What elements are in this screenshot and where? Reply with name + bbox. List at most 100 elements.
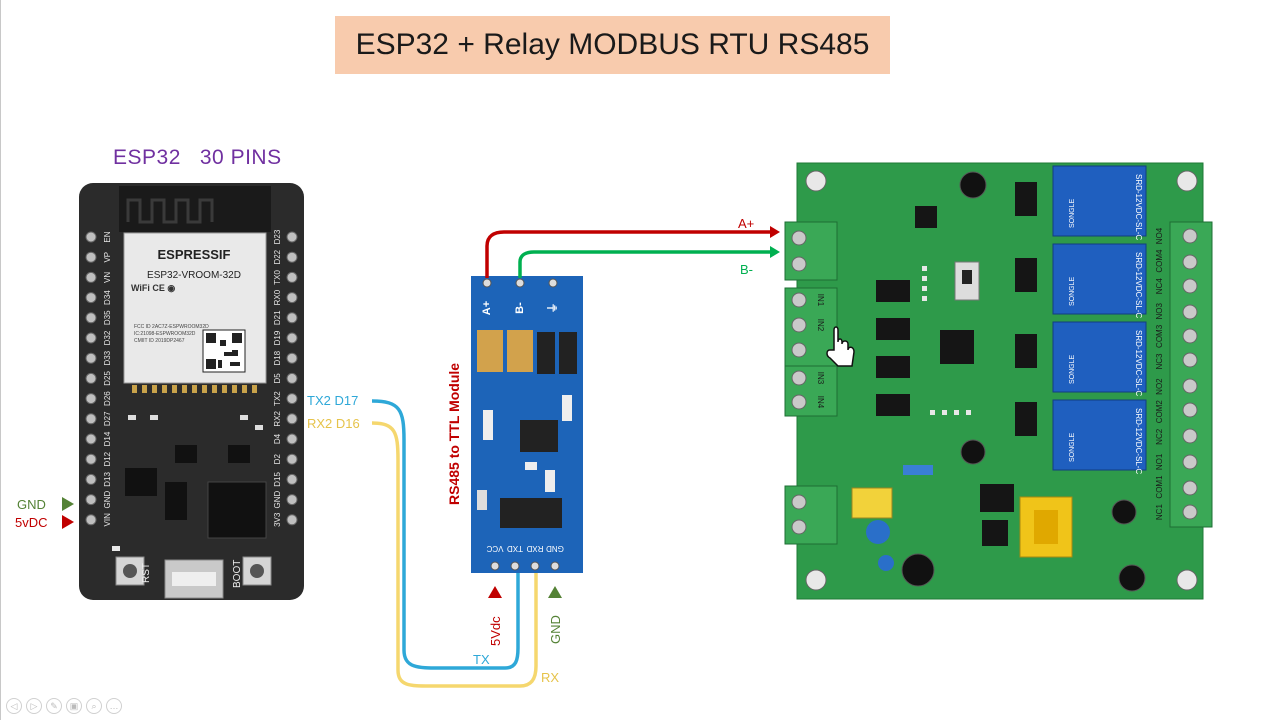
relay-output-label: NC3 [1155, 353, 1164, 370]
relay-output-label: COM3 [1155, 324, 1164, 348]
rs485-module [471, 276, 583, 573]
esp32-pin [85, 514, 97, 526]
relay-model-text: SRD-12VDC-SL-C [1134, 252, 1143, 318]
page-title: ESP32 + Relay MODBUS RTU RS485 [335, 16, 890, 74]
esp32-pin [85, 473, 97, 485]
esp32-cmiit: CMIIT ID 2019DP2467 [134, 338, 185, 344]
esp32-pin [85, 393, 97, 405]
relay-input-label: IN4 [816, 396, 825, 409]
rs485-top-pin-label: A+ [481, 301, 493, 315]
a-plus-label: A+ [738, 216, 754, 231]
esp32-left-pin-label: GND [103, 490, 112, 508]
rs485-bottom-pin-label: TXD [507, 544, 523, 553]
slides-icon[interactable]: ▣ [66, 698, 82, 714]
rs485-top-pin-label: B- [514, 302, 526, 314]
pen-icon[interactable]: ✎ [46, 698, 62, 714]
relay-output-label: NC4 [1155, 278, 1164, 295]
esp32-pin [85, 271, 97, 283]
relay-brand-text: SONGLE [1069, 354, 1076, 384]
relay-output-label: NC2 [1155, 428, 1164, 445]
esp32-left-pin-label: D27 [103, 411, 112, 426]
rst-label: RST [141, 563, 152, 583]
esp32-pin [286, 372, 298, 384]
relay-model-text: SRD-12VDC-SL-C [1134, 330, 1143, 396]
esp32-right-pin-label: D2 [273, 454, 282, 465]
rs485-top-pin [515, 278, 525, 288]
esp32-pin [85, 413, 97, 425]
rs485-bottom-pin-label: RXD [526, 544, 543, 553]
esp32-right-pin-label: D15 [273, 472, 282, 487]
vdc-label: 5vDC [15, 515, 48, 530]
relay-output-label: COM1 [1155, 475, 1164, 499]
esp32-fcc: FCC ID 2AC7Z-ESPWROOM32D [134, 324, 209, 330]
esp32-right-pin-label: D18 [273, 350, 282, 365]
relay-labels: SRD-12VDC-SL-C SONGLE SRD-12VDC-SL-C SONGLE… [1069, 174, 1143, 474]
b-minus-label: B- [740, 262, 753, 277]
esp32-label: ESP32 30 PINS [113, 146, 282, 169]
relay-output-label: COM4 [1155, 249, 1164, 273]
rx-label: RX [541, 670, 559, 685]
esp32-left-pin-label: D34 [103, 290, 112, 305]
esp32-pin [286, 473, 298, 485]
relay-output-label: COM2 [1155, 400, 1164, 424]
vdc-arrow-icon [62, 515, 74, 529]
esp32-pin [85, 372, 97, 384]
esp32-pin [85, 494, 97, 506]
relay-output-label: NO2 [1155, 378, 1164, 395]
prev-slide-icon[interactable]: ◁ [6, 698, 22, 714]
esp32-pin [286, 514, 298, 526]
rs485-bottom-pin-label: GND [546, 544, 564, 553]
zoom-icon[interactable]: ⌕ [86, 698, 102, 714]
rx2-label: RX2 D16 [307, 416, 360, 431]
esp32-pin [286, 393, 298, 405]
esp32-left-pin-label: D12 [103, 451, 112, 466]
presentation-toolbar: ◁ ▷ ✎ ▣ ⌕ … [6, 698, 122, 714]
esp32-pin [85, 251, 97, 263]
esp32-pin [286, 494, 298, 506]
esp32-left-pin-label: D35 [103, 310, 112, 325]
page-title-text: ESP32 + Relay MODBUS RTU RS485 [355, 28, 870, 61]
rs485-top-pin [482, 278, 492, 288]
esp32-right-pin-label: GND [273, 490, 282, 508]
relay-output-label: NO4 [1155, 227, 1164, 244]
esp32-left-pin-label: D33 [103, 350, 112, 365]
next-slide-icon[interactable]: ▷ [26, 698, 42, 714]
esp32-pin [286, 271, 298, 283]
relay-brand-text: SONGLE [1069, 198, 1076, 228]
relay-model-text: SRD-12VDC-SL-C [1134, 174, 1143, 240]
a-plus-arrow-icon [770, 226, 780, 238]
wifi-logo: WiFi CE ◉ [131, 283, 175, 293]
rs485-vdc-arrow-icon [488, 586, 502, 598]
rs485-top-pins: A+ B- ⏚ [481, 278, 559, 315]
page-edge [0, 0, 1, 720]
b-minus-arrow-icon [770, 246, 780, 258]
esp32-right-pin-label: 3V3 [273, 512, 282, 527]
esp32-board [79, 183, 304, 600]
esp32-pin [85, 352, 97, 364]
b-minus-wire [518, 250, 772, 278]
more-icon[interactable]: … [106, 698, 122, 714]
tx-wire [371, 399, 520, 670]
esp32-ic: IC:21098-ESPWROOM32D [134, 331, 196, 337]
rx-wire [371, 421, 538, 688]
rs485-gnd-label: GND [548, 615, 563, 644]
gnd-label: GND [17, 497, 46, 512]
esp32-right-pin-label: RX0 [273, 289, 282, 305]
esp32-pin [286, 231, 298, 243]
esp32-right-pin-label: D23 [273, 229, 282, 244]
esp32-left-pin-label: VN [103, 272, 112, 283]
rs485-bottom-pin [530, 561, 540, 571]
esp32-pin [286, 453, 298, 465]
esp32-right-pin-label: D21 [273, 310, 282, 325]
rs485-bottom-pin [510, 561, 520, 571]
esp32-pin [85, 312, 97, 324]
tx-label: TX [473, 652, 490, 667]
relay-input-label: IN3 [816, 372, 825, 385]
relay-output-label: NC1 [1155, 504, 1164, 521]
esp32-pin [286, 413, 298, 425]
rs485-top-pin-label: ⏚ [546, 303, 559, 314]
rs485-module-label: RS485 to TTL Module [446, 363, 462, 505]
esp32-right-pin-label: D22 [273, 249, 282, 264]
esp32-pin [286, 433, 298, 445]
